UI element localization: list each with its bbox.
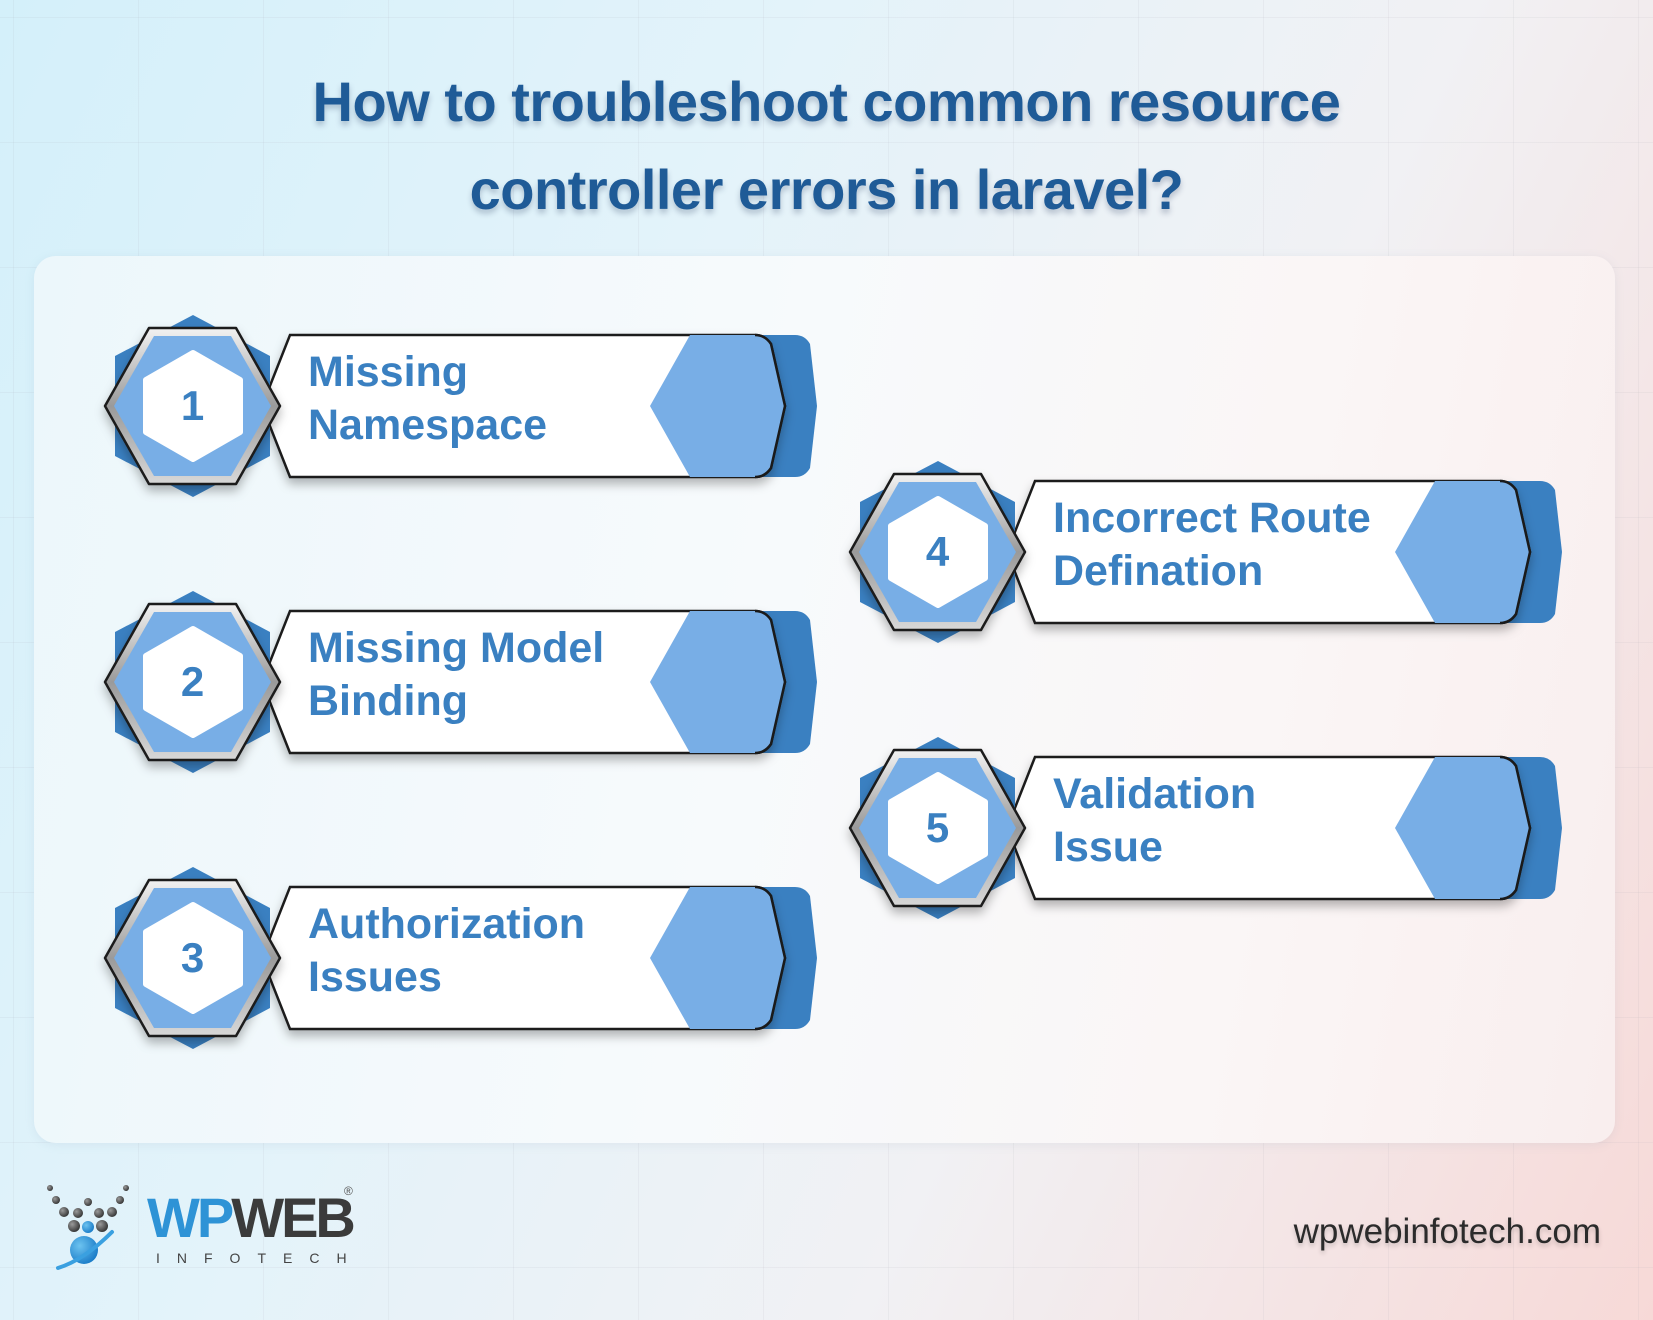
list-item-3: 3 Authorization Issues [103, 858, 835, 1058]
item-shape [103, 315, 817, 497]
item-shape [848, 461, 1562, 643]
website-url: wpwebinfotech.com [1293, 1212, 1601, 1251]
page-title: How to troubleshoot common resource cont… [0, 58, 1653, 234]
item-shape [848, 737, 1562, 919]
list-item-1: 1 Missing Namespace [103, 306, 835, 506]
item-number: 2 [180, 658, 205, 705]
title-line-1: How to troubleshoot common resource [312, 70, 1341, 133]
item-label: Missing Model Binding [308, 624, 605, 725]
item-number: 3 [180, 934, 205, 981]
item-number: 1 [180, 382, 205, 429]
item-number: 4 [925, 528, 950, 575]
item-shape [103, 867, 817, 1049]
logo-subtitle: INFOTECH [156, 1250, 364, 1266]
item-label: Validation Issue [1053, 770, 1257, 871]
list-item-5: 5 Validation Issue [848, 728, 1580, 928]
logo-wordmark: WPWEB [147, 1186, 356, 1249]
item-label: Incorrect Route Defination [1053, 494, 1371, 595]
wpweb-dots-globe-icon [47, 1185, 129, 1270]
item-label: Missing Namespace [308, 348, 548, 449]
list-item-2: 2 Missing Model Binding [103, 582, 835, 782]
item-label: Authorization Issues [308, 900, 586, 1001]
item-number: 5 [925, 804, 950, 851]
list-item-4: 4 Incorrect Route Defination [848, 452, 1580, 652]
item-shape [103, 591, 817, 773]
registered-mark: ® [344, 1184, 353, 1198]
title-line-2: controller errors in laravel? [469, 158, 1184, 221]
company-logo: WPWEB ® INFOTECH [44, 1180, 364, 1280]
